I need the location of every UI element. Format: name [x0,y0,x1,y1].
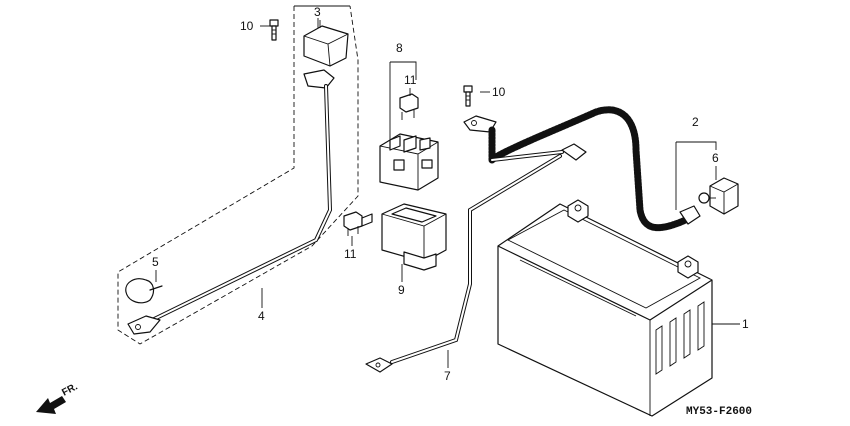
positive-cable-part-2 [463,106,701,232]
callout-11-bottom: 11 [344,247,357,261]
callout-10-center: 10 [492,85,506,99]
diagram-code: MY53-F2600 [686,406,752,418]
callout-3: 3 [314,5,321,19]
assembly-boundary [117,5,359,345]
arrow-front-icon: FR. [36,381,80,414]
terminal-boot-part-5 [125,278,163,304]
callout-9: 9 [398,283,405,297]
bolt-part-10-left [269,19,279,41]
negative-cable-part-4 [127,69,335,335]
callout-4: 4 [258,309,265,323]
fuse-part-11-bottom [343,211,373,236]
battery-part-1 [497,199,713,417]
relay-holder-part-9 [381,203,447,271]
callout-7: 7 [444,369,451,383]
callout-11-top: 11 [404,73,417,87]
callout-1: 1 [742,317,749,331]
battery-cable-part-7 [365,154,562,373]
callout-5: 5 [152,255,159,269]
terminal-cover-part-3 [303,20,349,67]
callout-6: 6 [712,151,719,165]
direction-label: FR. [60,381,80,398]
bolt-part-10-center [463,85,473,107]
callout-10-left: 10 [240,19,254,33]
callouts: 10 3 8 11 10 2 6 11 5 9 4 1 7 [152,5,749,383]
fuse-part-11-top [399,93,419,120]
terminal-block-part-6 [698,177,739,215]
callout-8: 8 [396,41,403,55]
leader-lines [155,18,740,368]
callout-2: 2 [692,115,699,129]
starter-relay-part-8 [379,133,439,191]
